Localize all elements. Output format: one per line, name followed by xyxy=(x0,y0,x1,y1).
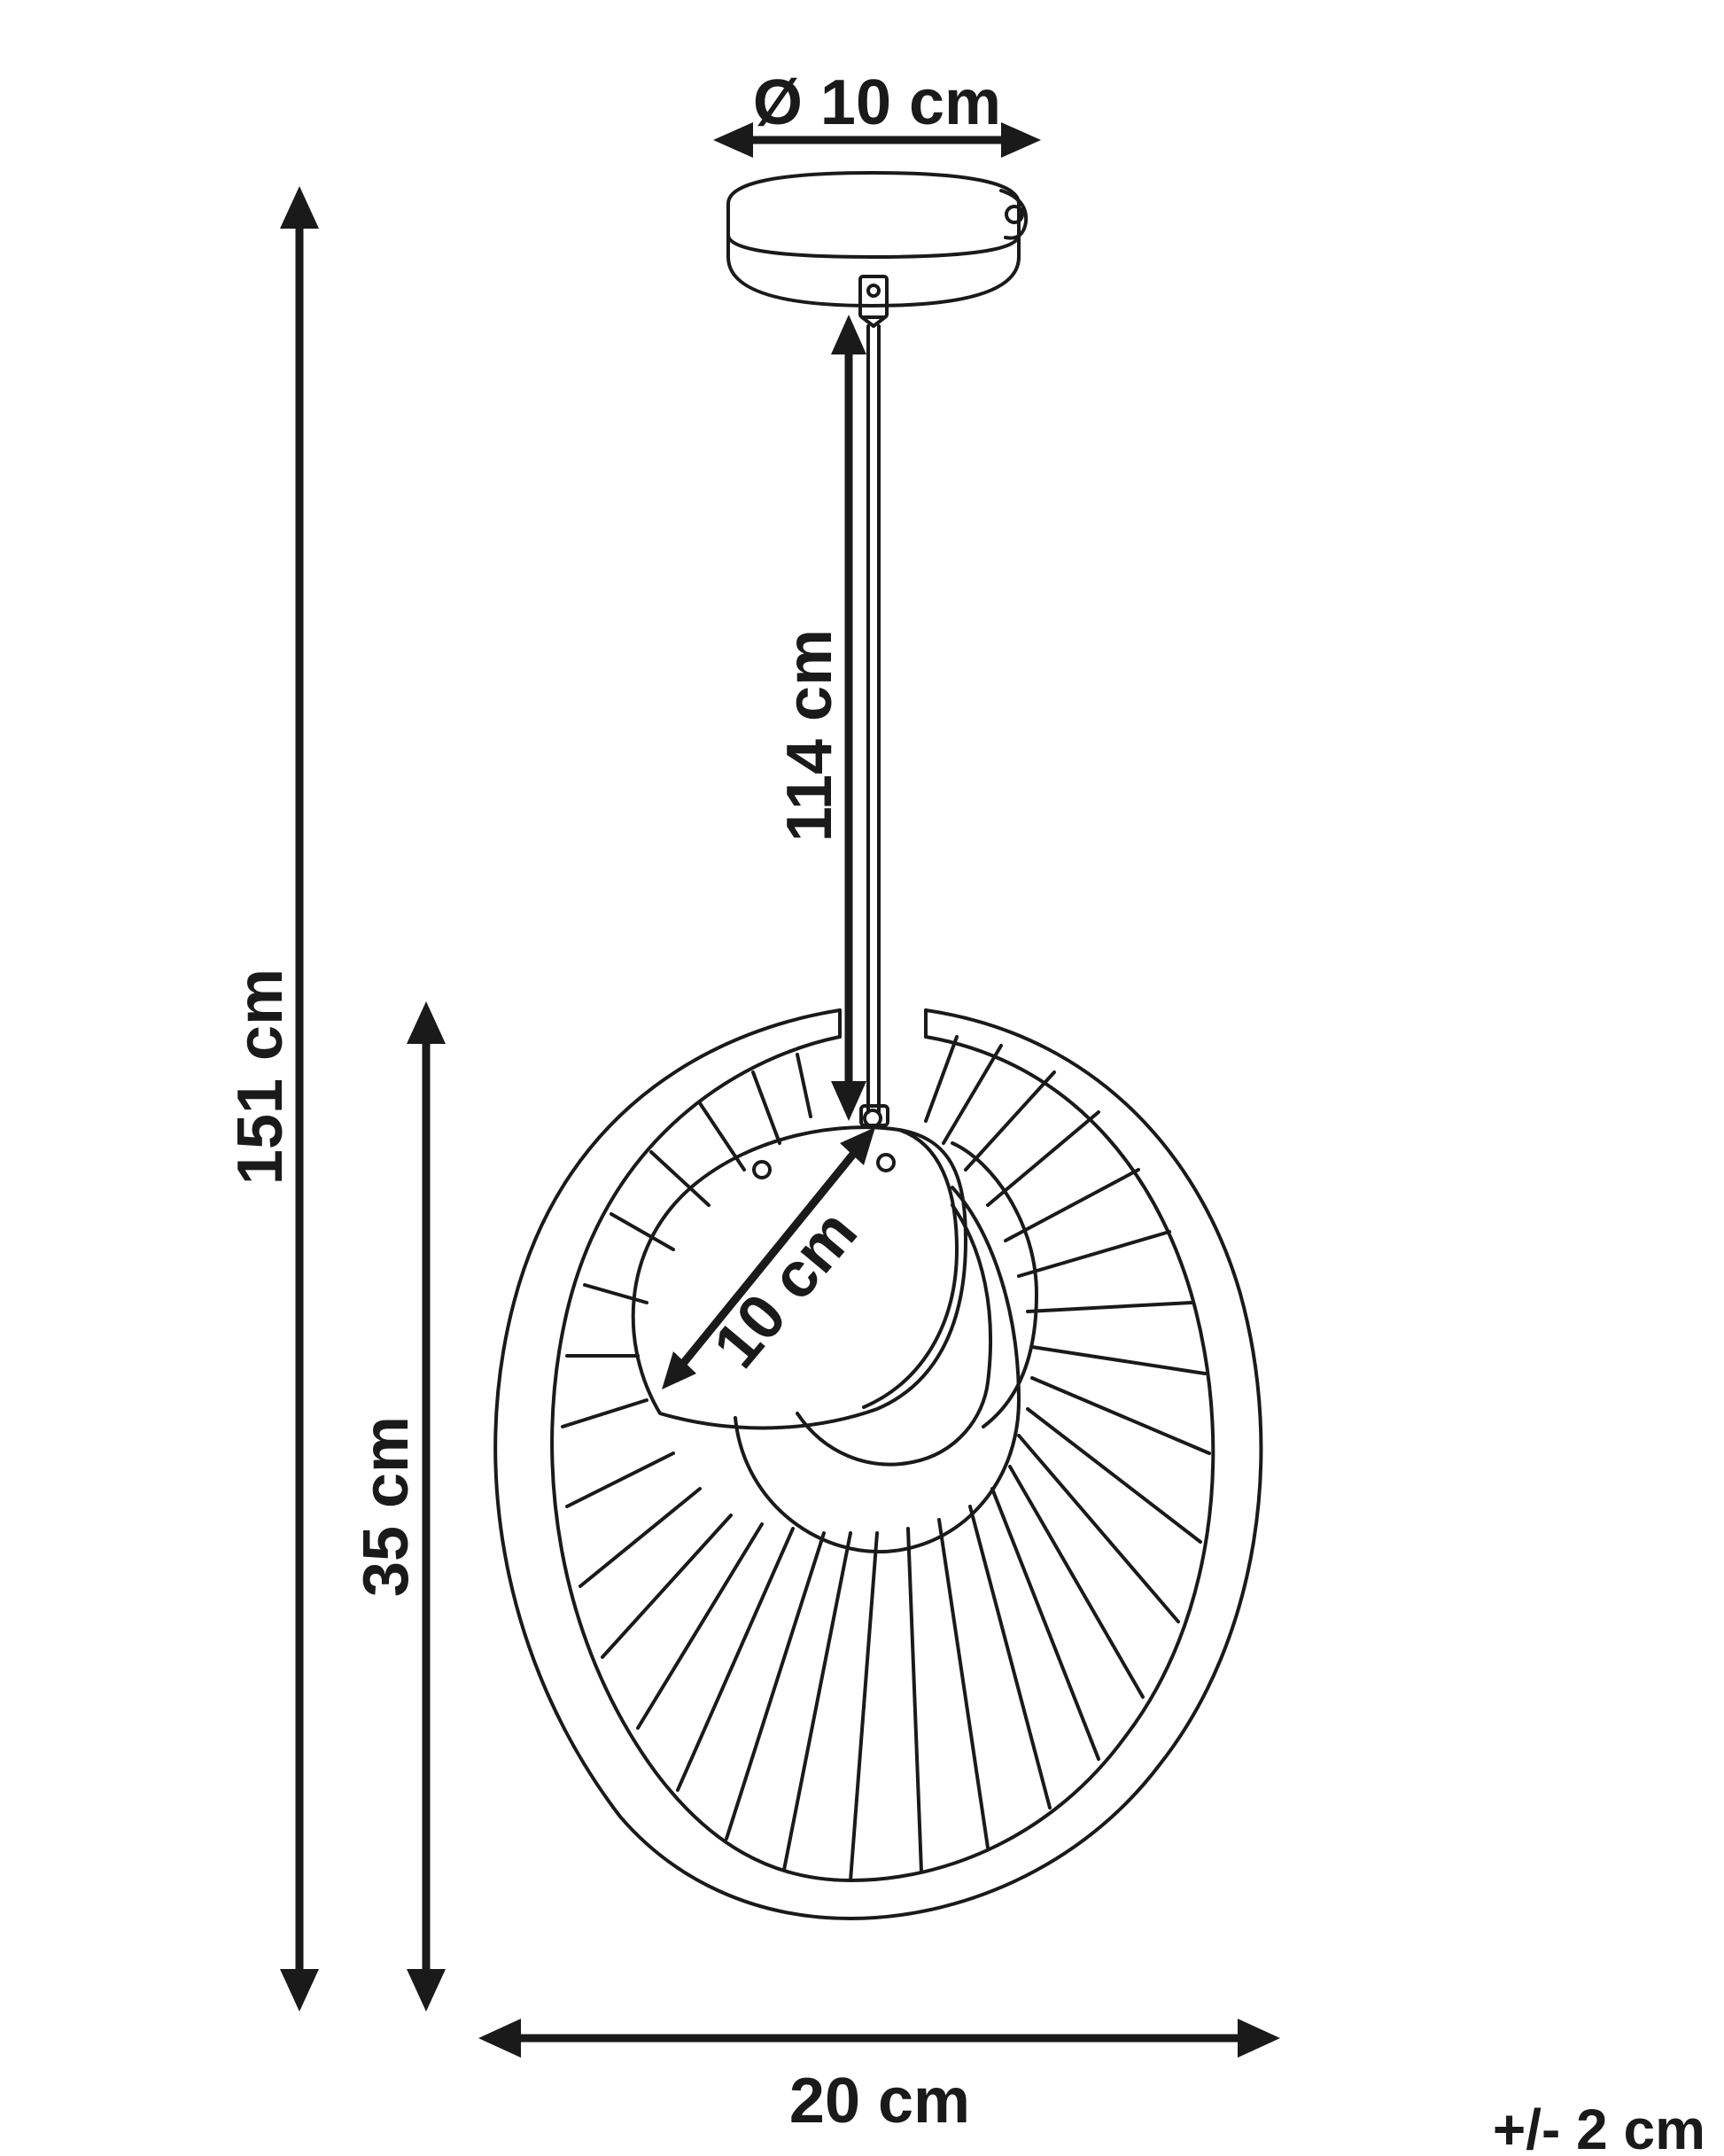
cable xyxy=(858,275,889,1127)
lamp-socket xyxy=(631,1109,1038,1554)
canopy-diameter-label: Ø 10 cm xyxy=(753,67,1001,138)
canopy-diameter-arrow xyxy=(713,122,1041,158)
shade-width-label: 20 cm xyxy=(789,2066,970,2137)
cable-length-label: 114 cm xyxy=(774,629,845,842)
total-height-label: 151 cm xyxy=(225,969,296,1185)
shade-height-arrow xyxy=(407,1001,446,2012)
total-height-arrow xyxy=(280,186,319,2012)
lamp-shade xyxy=(493,1008,1263,1920)
ceiling-canopy xyxy=(726,171,1029,307)
shade-height-label: 35 cm xyxy=(351,1416,422,1597)
cable-length-arrow xyxy=(831,315,866,1121)
tolerance-label: +/- 2 cm xyxy=(1493,2098,1705,2156)
socket-diameter-arrow xyxy=(662,1127,875,1389)
socket-diameter-label: 10 cm xyxy=(700,1197,871,1382)
shade-width-arrow xyxy=(478,2019,1280,2058)
